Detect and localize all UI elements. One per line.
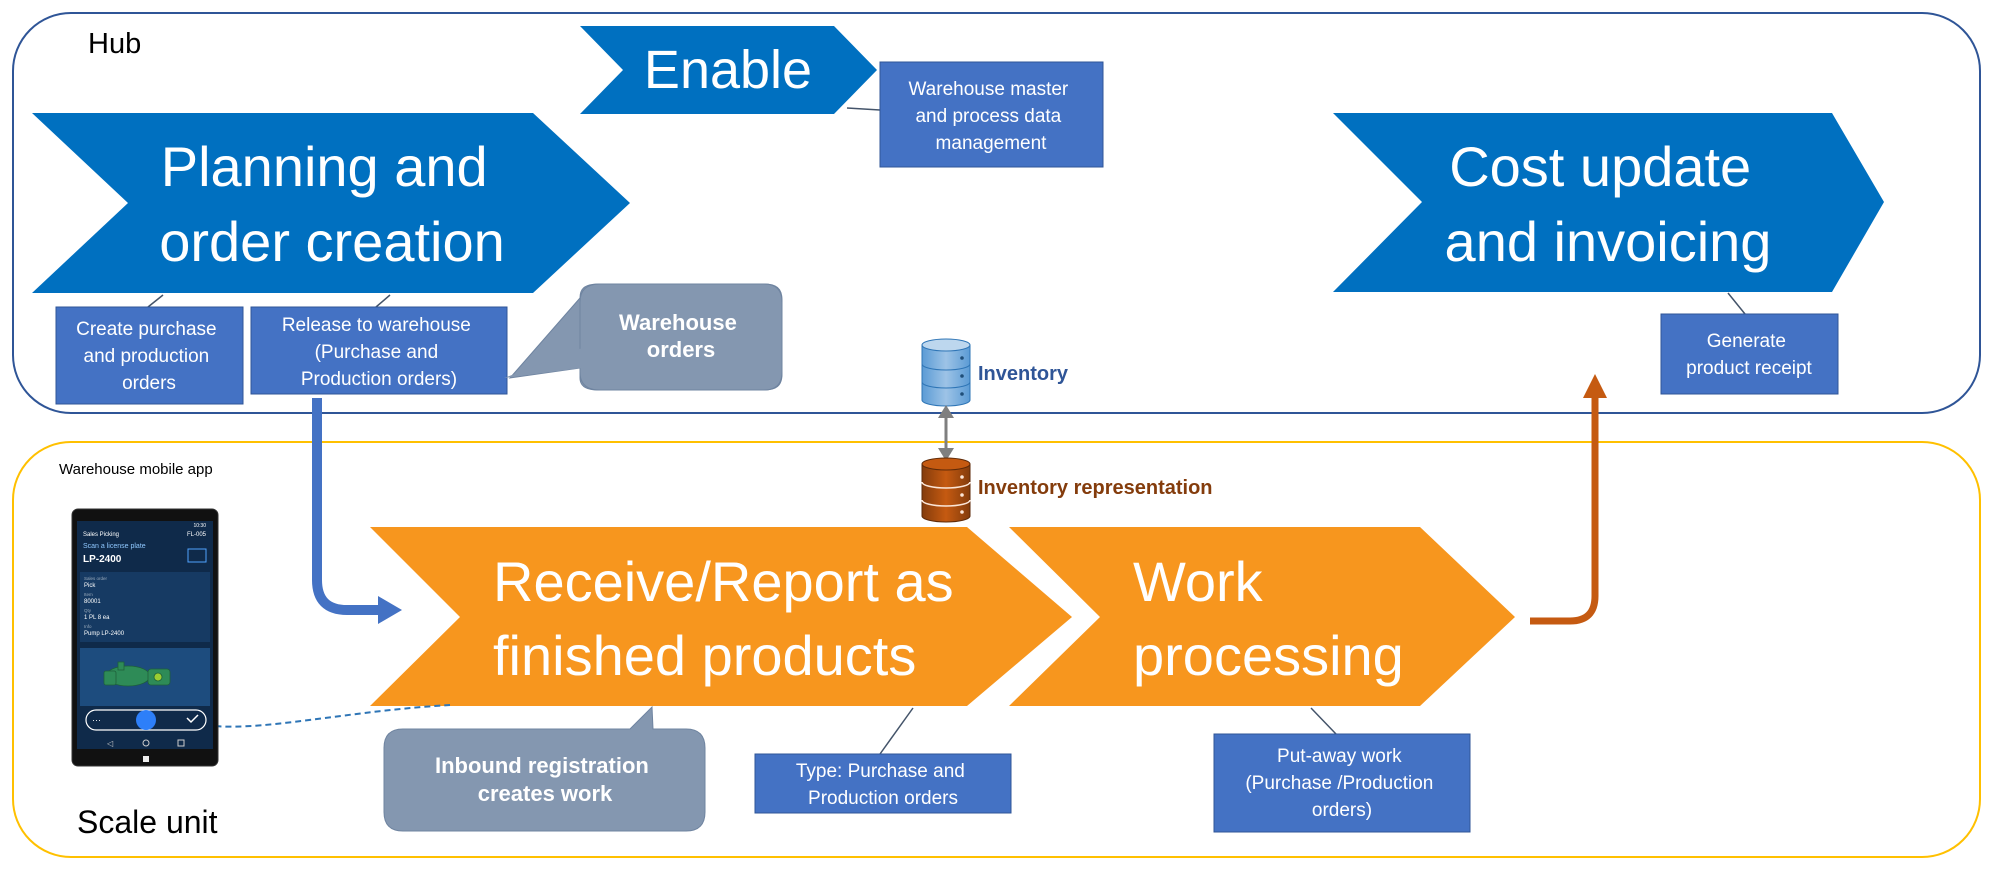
inventory-db-icon (921, 338, 971, 407)
phone-dashed-connector (185, 704, 451, 728)
phone-time: 10:30 (193, 523, 206, 529)
receive-chevron: Receive/Report as finished products (370, 527, 1072, 706)
type-orders-box: Type: Purchase and Production orders (754, 753, 1012, 814)
warehouse-master-text: Warehouse master and process data manage… (908, 79, 1073, 154)
scale-unit-container (12, 441, 1981, 858)
work-processing-label: Work processing (1133, 550, 1404, 687)
phone-mockup: Sales Picking 10:30 FL-005 Scan a licens… (71, 508, 219, 767)
enable-label: Enable (644, 40, 812, 100)
phone-field-1-label: Item (84, 592, 93, 597)
hub-container (12, 12, 1981, 414)
phone-field-3-label: Info (84, 624, 92, 629)
planning-chevron: Planning and order creation (32, 113, 630, 293)
inbound-registration-text: Inbound registration creates work (435, 753, 655, 806)
generate-receipt-box: Generate product receipt (1660, 313, 1839, 395)
create-orders-box: Create purchase and production orders (55, 306, 244, 405)
inventory-representation-db-icon (921, 457, 971, 523)
receipt-flow-arrow (1530, 374, 1607, 625)
generate-receipt-text: Generate product receipt (1686, 331, 1812, 379)
phone-back-icon: ◁ (107, 739, 114, 748)
phone-field-3-value: Pump LP-2400 (84, 631, 125, 637)
warehouse-orders-callout: Warehouse orders (504, 283, 783, 391)
inbound-registration-callout: Inbound registration creates work (383, 705, 706, 832)
connector-lines (147, 107, 1746, 755)
hub-label: Hub (88, 28, 141, 60)
phone-field-2-value: 1 PL 8 ea (84, 615, 110, 621)
cost-update-label: Cost update and invoicing (1445, 135, 1772, 273)
release-flow-arrow (312, 398, 402, 624)
release-warehouse-box: Release to warehouse (Purchase and Produ… (250, 306, 508, 395)
warehouse-orders-text: Warehouse orders (619, 310, 743, 362)
enable-chevron: Enable (580, 26, 877, 114)
phone-check-icon (186, 714, 199, 724)
phone-more-icon: ··· (92, 715, 101, 725)
scale-unit-label: Scale unit (77, 804, 218, 840)
phone-prompt: Scan a license plate (83, 543, 146, 550)
phone-scan-button (136, 710, 156, 730)
inventory-representation-label: Inventory representation (978, 477, 1213, 499)
cost-update-chevron: Cost update and invoicing (1333, 113, 1884, 292)
phone-home-icon (142, 739, 150, 747)
phone-recent-icon (177, 739, 185, 747)
create-orders-text: Create purchase and production orders (76, 319, 222, 394)
phone-field-2-label: Qty (84, 608, 92, 613)
receive-label: Receive/Report as finished products (493, 550, 969, 687)
warehouse-master-box: Warehouse master and process data manage… (879, 61, 1104, 168)
putaway-work-text: Put-away work (Purchase /Production orde… (1245, 746, 1438, 821)
planning-label: Planning and order creation (159, 135, 505, 273)
sync-arrow (938, 405, 954, 461)
mobile-app-label: Warehouse mobile app (59, 461, 213, 478)
phone-field-0-value: Pick (84, 583, 96, 589)
phone-camera-icon (143, 756, 149, 762)
pump-picture (103, 661, 171, 687)
phone-title: Sales Picking (83, 532, 119, 538)
work-processing-chevron: Work processing (1009, 527, 1515, 706)
phone-license-plate: LP-2400 (83, 554, 122, 565)
phone-field-0-label: Sales order (84, 576, 108, 581)
release-warehouse-text: Release to warehouse (Purchase and Produ… (282, 315, 476, 390)
phone-field-1-value: 80001 (84, 599, 101, 605)
type-orders-text: Type: Purchase and Production orders (796, 761, 970, 809)
inventory-label: Inventory (978, 363, 1069, 385)
putaway-work-box: Put-away work (Purchase /Production orde… (1213, 733, 1471, 833)
phone-code: FL-005 (187, 532, 207, 538)
